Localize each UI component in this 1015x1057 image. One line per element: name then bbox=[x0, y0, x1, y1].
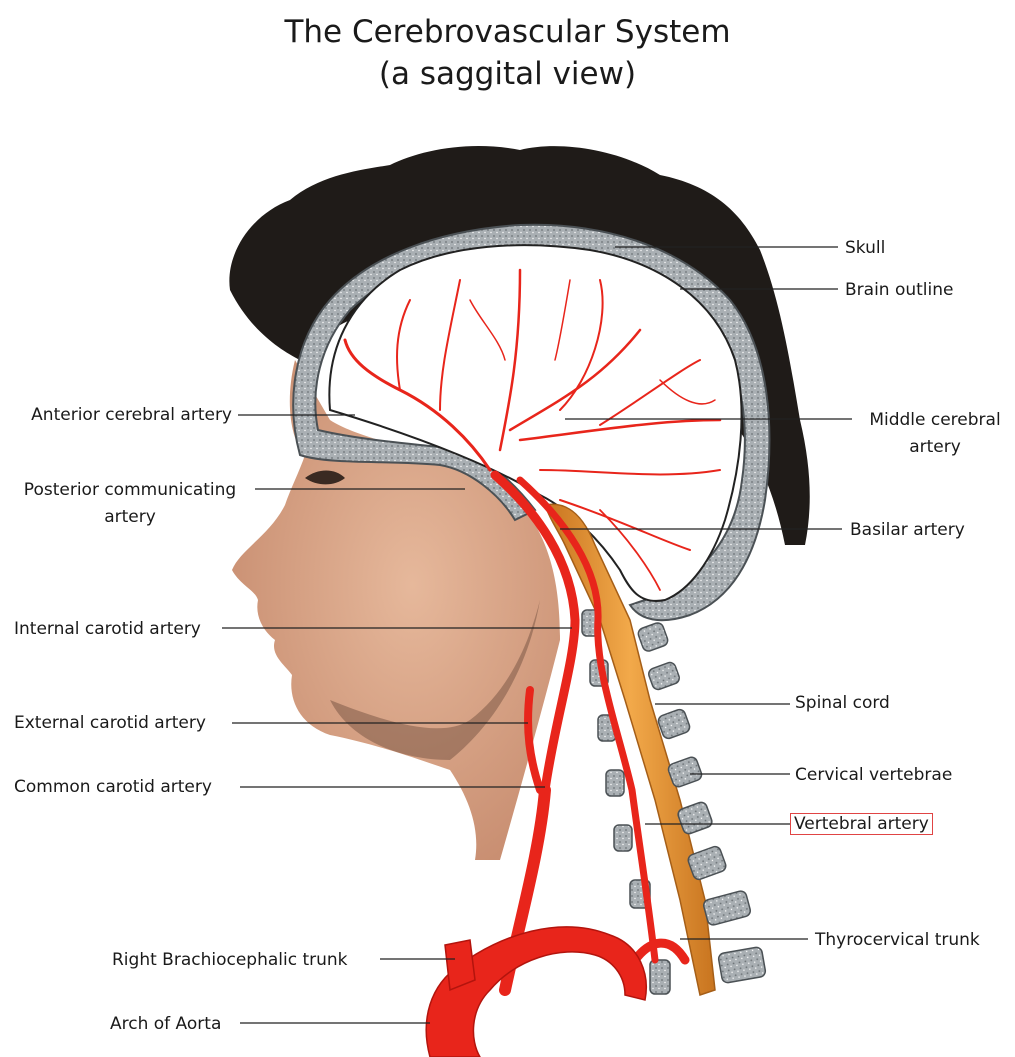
label-vertebral-artery: Vertebral artery bbox=[790, 813, 933, 835]
label-common-carotid-artery: Common carotid artery bbox=[14, 776, 212, 798]
label-internal-carotid-artery: Internal carotid artery bbox=[14, 618, 201, 640]
label-anterior-cerebral-artery: Anterior cerebral artery bbox=[0, 404, 232, 426]
label-thyrocervical-trunk: Thyrocervical trunk bbox=[815, 929, 980, 951]
label-basilar-artery: Basilar artery bbox=[850, 519, 965, 541]
brachiocephalic-trunk bbox=[445, 940, 475, 990]
label-cervical-vertebrae: Cervical vertebrae bbox=[795, 764, 952, 786]
label-posterior-communicating-artery-line2: artery bbox=[10, 506, 250, 528]
label-middle-cerebral-artery-line1: Middle cerebral bbox=[856, 409, 1014, 431]
label-posterior-communicating-artery-line1: Posterior communicating bbox=[10, 479, 250, 501]
label-right-brachiocephalic-trunk: Right Brachiocephalic trunk bbox=[112, 949, 348, 971]
label-arch-of-aorta: Arch of Aorta bbox=[110, 1013, 221, 1035]
label-brain-outline: Brain outline bbox=[845, 279, 954, 301]
label-middle-cerebral-artery-line2: artery bbox=[856, 436, 1014, 458]
label-external-carotid-artery: External carotid artery bbox=[14, 712, 206, 734]
label-spinal-cord: Spinal cord bbox=[795, 692, 890, 714]
label-skull: Skull bbox=[845, 237, 885, 259]
